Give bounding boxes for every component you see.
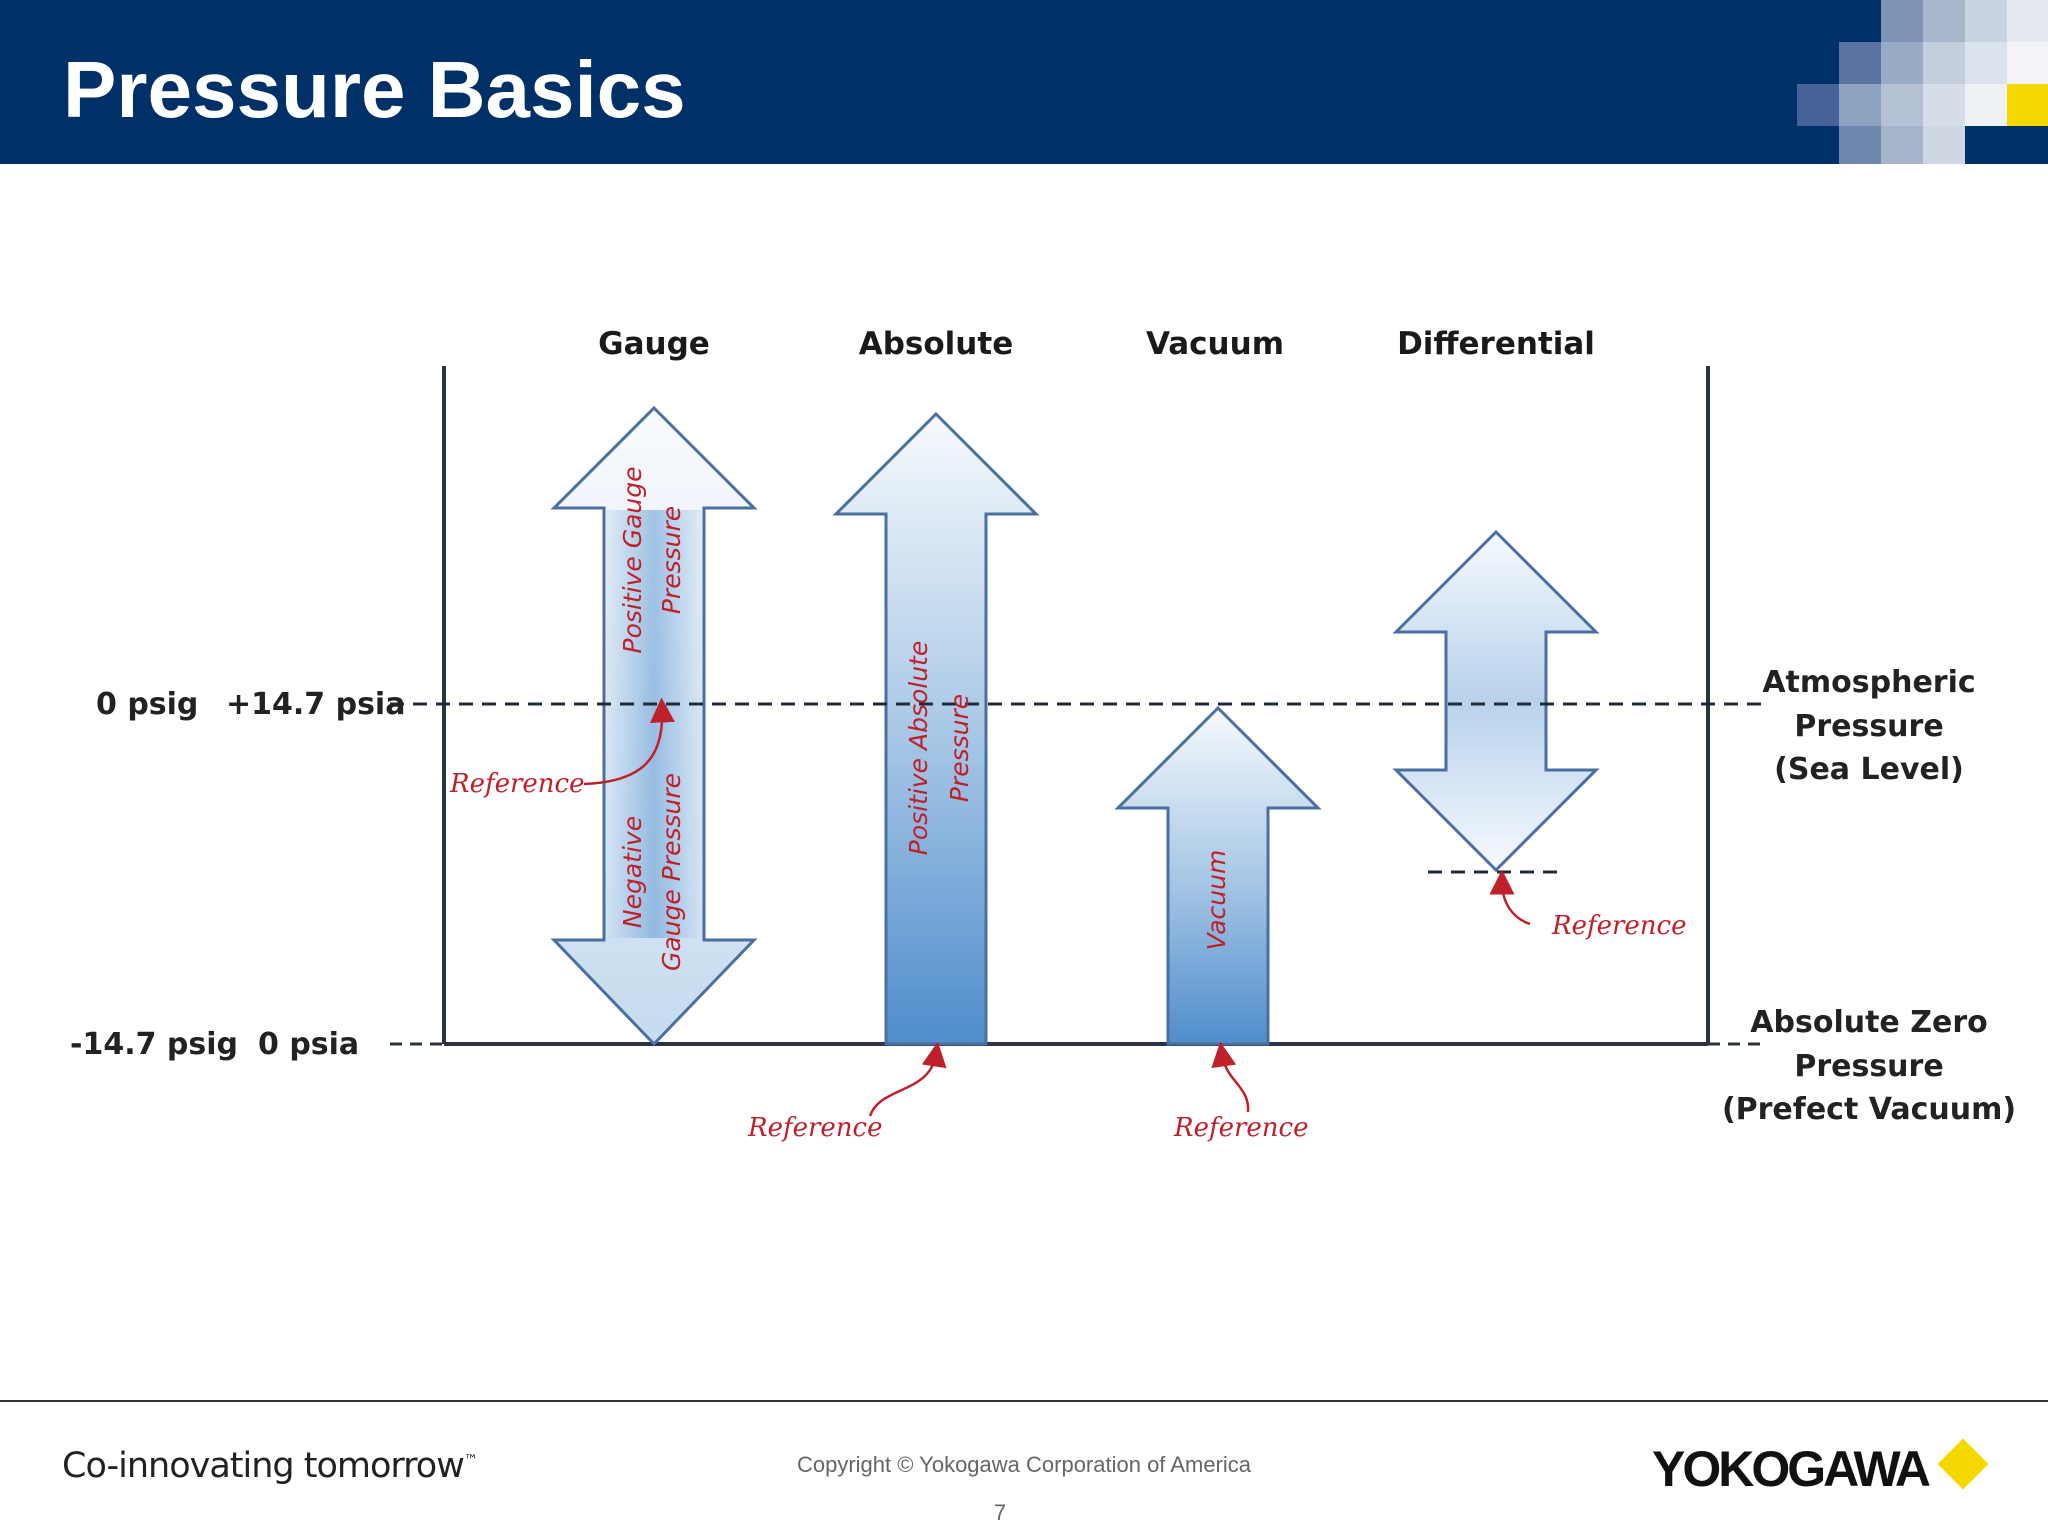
negative-gauge-label-line-2: Gauge Pressure: [657, 773, 686, 971]
positive-absolute-label-line-2: Pressure: [945, 694, 974, 802]
positive-absolute-label-line-1: Positive Absolute: [904, 641, 933, 855]
absolute-zero-label-line-1: Absolute Zero: [1750, 1005, 1987, 1040]
page-title: Pressure Basics: [63, 45, 686, 134]
column-label-differential: Differential: [1397, 326, 1595, 362]
vacuum-arrow-label: Vacuum: [1202, 850, 1231, 951]
column-label-absolute: Absolute: [859, 326, 1013, 362]
absolute-reference-pointer: [868, 1041, 947, 1117]
pressure-types-diagram: Gauge Absolute Vacuum Differential 0 psi…: [70, 326, 2016, 1143]
atmospheric-label-line-3: (Sea Level): [1774, 752, 1964, 787]
vacuum-reference-pointer: [1211, 1041, 1250, 1113]
footer-divider: [0, 1400, 2048, 1402]
gauge-double-arrow: [550, 405, 758, 1047]
differential-double-arrow: [1392, 529, 1600, 873]
header-mosaic-decoration: [1790, 0, 2048, 164]
gauge-reference-label: Reference: [449, 769, 584, 799]
atmospheric-label-line-2: Pressure: [1794, 709, 1943, 744]
absolute-reference-label: Reference: [747, 1113, 882, 1143]
absolute-zero-label-line-3: (Prefect Vacuum): [1722, 1092, 2016, 1127]
positive-gauge-label-line-2: Pressure: [657, 506, 686, 614]
differential-reference-pointer: [1489, 869, 1531, 926]
label-14-7-psia: +14.7 psia: [226, 687, 405, 722]
label-neg-14-7-psig: -14.7 psig: [70, 1027, 238, 1062]
tagline-text: Co-innovating tomorrow: [62, 1446, 465, 1486]
tagline: Co-innovating tomorrow™: [62, 1446, 478, 1486]
absolute-arrow: [832, 411, 1040, 1046]
differential-reference-label: Reference: [1551, 911, 1686, 941]
page-number: 7: [993, 1500, 1007, 1525]
column-label-gauge: Gauge: [598, 326, 710, 362]
positive-gauge-label-line-1: Positive Gauge: [618, 467, 647, 654]
absolute-zero-label-line-2: Pressure: [1794, 1049, 1943, 1084]
yokogawa-diamond-icon: [1937, 1438, 1989, 1490]
trademark-mark: ™: [463, 1452, 478, 1469]
label-0-psia: 0 psia: [258, 1027, 359, 1062]
atmospheric-label-line-1: Atmospheric: [1762, 665, 1975, 700]
copyright-text: Copyright © Yokogawa Corporation of Amer…: [796, 1452, 1252, 1477]
negative-gauge-label-line-1: Negative: [618, 816, 647, 928]
vacuum-reference-label: Reference: [1173, 1113, 1308, 1143]
column-label-vacuum: Vacuum: [1146, 326, 1284, 362]
label-0-psig: 0 psig: [96, 687, 198, 722]
gauge-reference-pointer: [583, 697, 675, 786]
yokogawa-logo: YOKOGAWA: [1652, 1441, 1931, 1497]
header-bar: [0, 0, 2048, 164]
